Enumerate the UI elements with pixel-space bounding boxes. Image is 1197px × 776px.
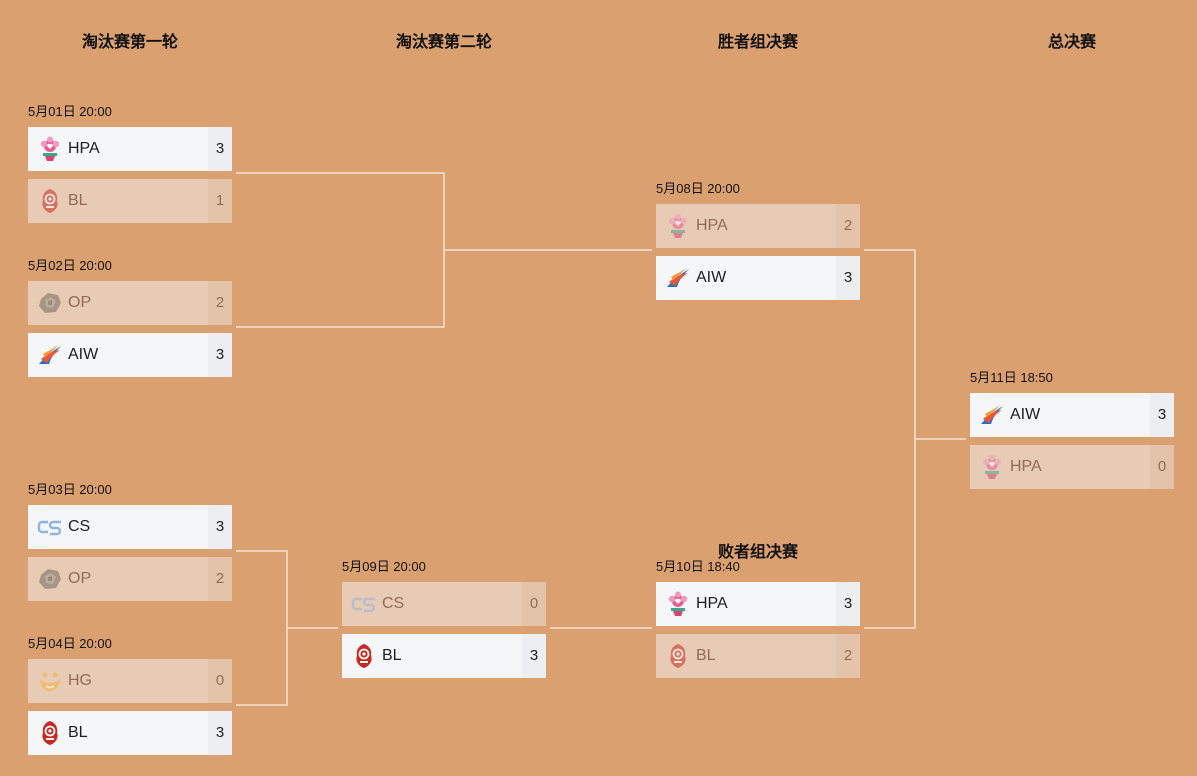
op-logo-icon (37, 290, 63, 316)
bl-logo-icon (351, 643, 377, 669)
aiw-logo-icon (979, 402, 1005, 428)
team-name: BL (68, 724, 88, 741)
hpa-logo-icon (979, 454, 1005, 480)
team-score: 2 (208, 557, 232, 601)
connector-m4-m6 (236, 628, 288, 706)
team-row[interactable]: BL 3 (28, 711, 232, 755)
connector-m2-m5 (236, 250, 445, 328)
team-score: 2 (836, 204, 860, 248)
team-name: AIW (68, 346, 99, 363)
team-score: 3 (836, 256, 860, 300)
team-row[interactable]: BL 1 (28, 179, 232, 223)
team-score: 3 (208, 505, 232, 549)
team-row[interactable]: HPA 0 (970, 445, 1174, 489)
team-score: 3 (208, 127, 232, 171)
match-time: 5月10日 18:40 (656, 559, 740, 574)
round-title-r1: 淘汰赛第一轮 (81, 34, 178, 51)
team-row[interactable]: CS 3 (28, 505, 232, 549)
team-score: 3 (208, 333, 232, 377)
match-time: 5月02日 20:00 (28, 258, 112, 273)
round-title-losers-final: 败者组决赛 (717, 544, 798, 561)
team-score: 2 (208, 281, 232, 325)
match-time: 5月09日 20:00 (342, 559, 426, 574)
hpa-logo-icon (665, 213, 691, 239)
team-score: 0 (1150, 445, 1174, 489)
team-score: 2 (836, 634, 860, 678)
team-row[interactable]: HPA 2 (656, 204, 860, 248)
team-row[interactable]: BL 3 (342, 634, 546, 678)
round-title-winners-final: 胜者组决赛 (717, 34, 798, 51)
team-name: AIW (696, 269, 727, 286)
op-logo-icon (37, 566, 63, 592)
cs-logo-icon (37, 514, 63, 540)
team-name: HG (68, 672, 92, 689)
team-name: AIW (1010, 406, 1041, 423)
team-row[interactable]: BL 2 (656, 634, 860, 678)
bl-logo-icon (37, 720, 63, 746)
team-score: 3 (1150, 393, 1174, 437)
team-name: BL (382, 647, 402, 664)
match-time: 5月01日 20:00 (28, 104, 112, 119)
team-score: 3 (208, 711, 232, 755)
team-row[interactable]: HPA 3 (28, 127, 232, 171)
aiw-logo-icon (37, 342, 63, 368)
connector-m3-m6 (236, 550, 288, 628)
match-time: 5月04日 20:00 (28, 636, 112, 651)
match-time: 5月11日 18:50 (970, 370, 1053, 385)
team-row[interactable]: OP 2 (28, 557, 232, 601)
team-score: 1 (208, 179, 232, 223)
team-score: 3 (836, 582, 860, 626)
hpa-logo-icon (665, 591, 691, 617)
team-name: OP (68, 570, 92, 587)
team-row[interactable]: OP 2 (28, 281, 232, 325)
team-row[interactable]: HPA 3 (656, 582, 860, 626)
connector-m1-m5 (236, 172, 445, 250)
team-row[interactable]: CS 0 (342, 582, 546, 626)
team-row[interactable]: AIW 3 (28, 333, 232, 377)
connector-wf-final (864, 249, 916, 439)
hg-logo-icon (37, 668, 63, 694)
aiw-logo-icon (665, 265, 691, 291)
round-title-grand-final: 总决赛 (1047, 34, 1096, 51)
match-time: 5月03日 20:00 (28, 482, 112, 497)
team-name: HPA (1010, 458, 1042, 475)
team-name: HPA (68, 140, 100, 157)
team-row[interactable]: HG 0 (28, 659, 232, 703)
team-row[interactable]: AIW 3 (970, 393, 1174, 437)
team-name: CS (68, 518, 91, 535)
hpa-logo-icon (37, 136, 63, 162)
team-name: HPA (696, 217, 728, 234)
team-row[interactable]: AIW 3 (656, 256, 860, 300)
team-score: 0 (208, 659, 232, 703)
bl-logo-icon (37, 188, 63, 214)
team-name: HPA (696, 595, 728, 612)
team-name: OP (68, 294, 92, 311)
bl-logo-icon (665, 643, 691, 669)
connector-lf-final (864, 439, 916, 629)
team-name: BL (68, 192, 88, 209)
team-score: 3 (522, 634, 546, 678)
team-name: BL (696, 647, 716, 664)
match-time: 5月08日 20:00 (656, 181, 740, 196)
team-name: CS (382, 595, 405, 612)
cs-logo-icon (351, 591, 377, 617)
round-title-r2: 淘汰赛第二轮 (395, 34, 492, 51)
team-score: 0 (522, 582, 546, 626)
